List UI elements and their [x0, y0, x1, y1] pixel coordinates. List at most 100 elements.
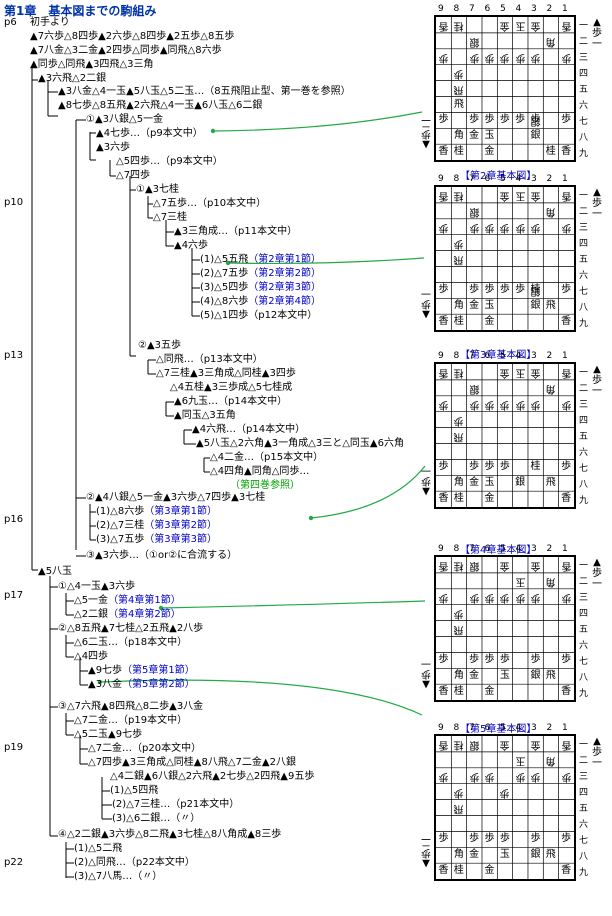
sente-piece: 歩 [499, 114, 510, 126]
rank-label: 六 [579, 271, 589, 281]
sente-piece: 飛 [545, 477, 556, 489]
rank-label: 一 [579, 561, 589, 571]
file-label: 1 [562, 351, 568, 361]
rank-label: 一 [579, 21, 589, 31]
file-label: 9 [438, 174, 444, 184]
file-label: 8 [453, 351, 460, 361]
gote-piece: 歩 [499, 786, 510, 798]
sente-piece: 歩 [438, 654, 449, 666]
rank-label: 三 [579, 400, 589, 410]
sente-piece: 銀 [530, 670, 541, 682]
gote-piece: 歩 [561, 398, 572, 410]
file-label: 2 [546, 174, 553, 184]
sente-piece: 金 [469, 130, 480, 142]
gote-piece: 香 [438, 367, 449, 378]
file-label: 7 [469, 174, 475, 184]
rank-label: 三 [579, 223, 589, 233]
sente-piece: 歩 [499, 461, 510, 473]
rank-label: 二 [579, 37, 589, 47]
file-label: 6 [484, 351, 491, 361]
gote-piece: 歩 [484, 770, 495, 782]
board-grid: 香桂金玉金香銀角歩歩歩歩歩歩歩歩飛銀歩歩歩歩歩桂歩角金玉銀飛香桂金香 [434, 185, 576, 332]
rank-label: 二 [579, 207, 589, 217]
sente-piece: 角 [453, 130, 464, 142]
gote-piece: 飛 [453, 83, 464, 95]
sente-piece: 歩 [499, 833, 510, 845]
tree-line: ▲8七歩△8五飛▲2六飛△4一玉▲6八玉△6二銀 [58, 100, 263, 111]
link-dot [97, 679, 103, 685]
sente-piece: 歩 [484, 654, 495, 666]
gote-piece: 銀 [469, 560, 480, 571]
file-label: 3 [531, 174, 537, 184]
sente-piece: 玉 [499, 670, 510, 682]
tree-line: ▲9七歩（第5章第1節） [88, 665, 195, 676]
file-label: 5 [500, 174, 506, 184]
tree-line: (3)△7五歩（第3章第3節） [96, 534, 217, 545]
tree-line: ▲3六飛△2二銀 [38, 73, 107, 84]
link-dot [210, 128, 216, 134]
file-label: 6 [484, 544, 491, 554]
sente-piece: 桂 [530, 461, 541, 473]
gote-piece: 銀 [469, 739, 480, 750]
gote-hand: ▲歩一 [592, 364, 602, 397]
file-label: 3 [531, 723, 537, 733]
gote-piece: 香 [561, 190, 572, 201]
board-title: 【第4章基本図】 [460, 545, 537, 556]
sente-piece: 飛 [545, 300, 556, 312]
sente-piece: 金 [484, 146, 495, 158]
rank-label: 三 [579, 593, 589, 603]
board-title: 【第5章基本図】 [460, 724, 537, 735]
tree-line: △4二金…（p15本文中） [210, 452, 324, 463]
sente-piece: 歩 [438, 833, 449, 845]
sente-piece: 香 [438, 865, 449, 877]
sente-piece: 歩 [561, 833, 572, 845]
page-ref: p17 [4, 590, 24, 601]
gote-piece: 歩 [484, 51, 495, 63]
tree-line: △2二銀（第4章第2節） [74, 609, 181, 620]
gote-piece: 飛 [453, 623, 464, 635]
rank-label: 七 [579, 464, 589, 474]
gote-hand: ▲歩一 [592, 557, 602, 590]
file-label: 1 [562, 544, 568, 554]
gote-piece: 歩 [499, 221, 510, 233]
tree-line: △同飛…（p13本文中） [156, 354, 263, 365]
gote-piece: 歩 [469, 221, 480, 233]
gote-piece: 香 [561, 367, 572, 378]
rank-label: 九 [579, 149, 589, 159]
gote-piece: 歩 [515, 221, 526, 233]
gote-piece: 歩 [515, 398, 526, 410]
tree-line: △4四歩 [74, 651, 109, 662]
sente-piece: 角 [453, 300, 464, 312]
gote-piece: 金 [499, 367, 510, 378]
file-label: 8 [453, 4, 460, 14]
gote-piece: 歩 [484, 591, 495, 603]
sente-piece: 角 [453, 670, 464, 682]
sente-piece: 歩 [561, 654, 572, 666]
rank-label: 四 [579, 239, 589, 249]
sente-piece: 桂 [453, 146, 464, 158]
sente-piece: 玉 [484, 130, 495, 142]
sente-piece: 歩 [484, 461, 495, 473]
tree-line: ▲4六飛…（p14本文中） [192, 424, 306, 435]
gote-piece: 歩 [453, 414, 464, 426]
gote-piece: 歩 [515, 770, 526, 782]
gote-piece: 香 [561, 739, 572, 750]
file-label: 4 [515, 544, 522, 554]
tree-line: ②▲4八銀△5一金▲3六歩△7四歩▲3七桂 [86, 492, 266, 503]
tree-line: (4)△8六歩（第2章第4節） [200, 296, 321, 307]
gote-piece: 玉 [515, 20, 526, 31]
section-ref: （第2章第2節） [248, 268, 321, 279]
section-ref: （第2章第3節） [248, 282, 321, 293]
page-ref: p10 [4, 197, 24, 208]
sente-piece: 玉 [484, 300, 495, 312]
gote-piece: 飛 [453, 430, 464, 442]
sente-piece: 香 [561, 316, 572, 328]
gote-piece: 香 [561, 20, 572, 31]
rank-label: 七 [579, 657, 589, 667]
file-label: 7 [469, 4, 475, 14]
tree-line: △7二金…（p19本文中） [74, 715, 188, 726]
tree-line: △5二玉▲9七歩 [74, 729, 143, 740]
sente-piece: 銀 [530, 300, 541, 312]
file-label: 4 [515, 351, 522, 361]
